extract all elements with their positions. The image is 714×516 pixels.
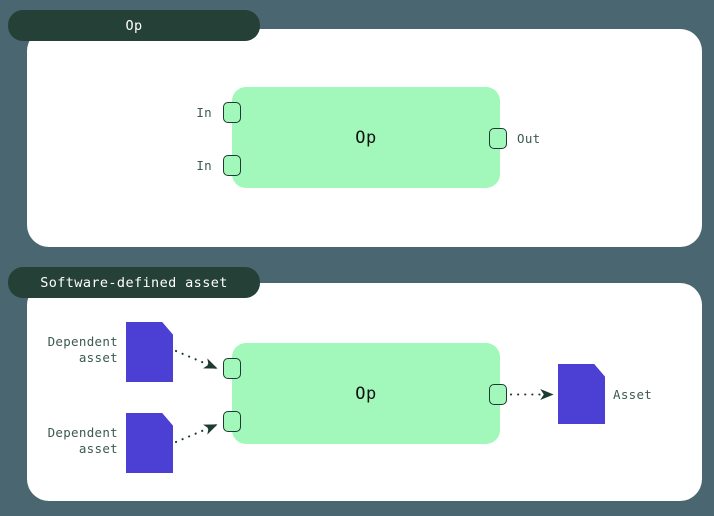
dependent-asset-label-1: Dependent asset <box>47 334 118 365</box>
op-2-output-port-1[interactable] <box>489 384 507 405</box>
panel-tab-op: Op <box>8 10 260 41</box>
op-2-input-port-1[interactable] <box>223 358 241 379</box>
output-asset-icon[interactable] <box>558 364 605 424</box>
op-1-input-port-1[interactable] <box>223 102 241 123</box>
op-1-input-port-2[interactable] <box>223 155 241 176</box>
op-1-input-port-2-label: In <box>196 158 212 173</box>
dependent-asset-icon-2[interactable] <box>126 413 173 473</box>
op-node-1-label: Op <box>355 127 377 148</box>
op-2-input-port-2[interactable] <box>223 411 241 432</box>
op-node-2-label: Op <box>355 383 377 404</box>
dependent-asset-icon-1[interactable] <box>126 322 173 382</box>
op-node-2[interactable]: Op <box>232 343 500 444</box>
dependent-asset-label-2: Dependent asset <box>47 425 118 456</box>
op-node-1[interactable]: Op <box>232 87 500 188</box>
op-1-output-port-1-label: Out <box>517 131 541 146</box>
op-1-input-port-1-label: In <box>196 105 212 120</box>
op-1-output-port-1[interactable] <box>489 128 507 149</box>
output-asset-label: Asset <box>613 387 653 402</box>
panel-tab-software-defined-asset: Software-defined asset <box>8 267 260 298</box>
